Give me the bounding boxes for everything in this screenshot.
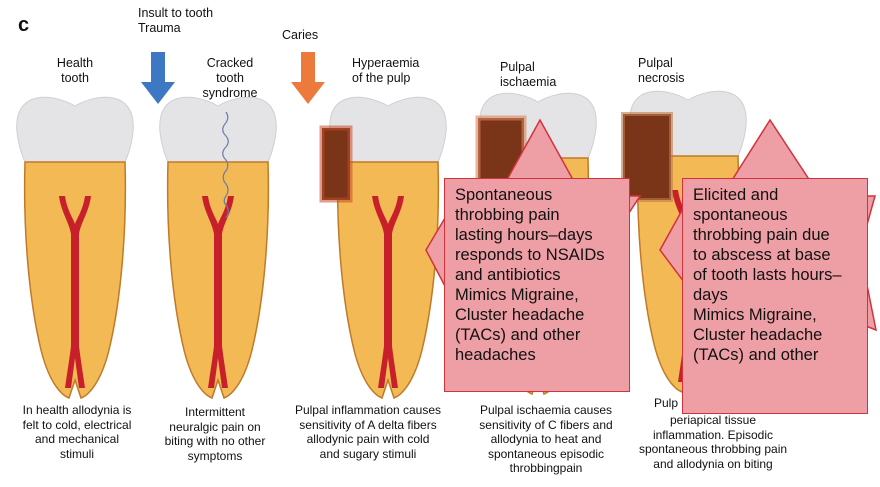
stage-caption-hyperaemia: Pulpal inflammation causes sensitivity o… [280, 403, 456, 461]
stage-caption-necrosis: periapical tissue inflammation. Episodic… [624, 413, 802, 471]
stage-caption-ischaemia: Pulpal ischaemia causes sensitivity of C… [462, 403, 630, 476]
stage-caption-cracked: Intermittent neuralgic pain on biting wi… [150, 405, 280, 463]
callout-pulpal-necrosis: Elicited and spontaneous throbbing pain … [682, 178, 868, 414]
caries-arrow [291, 52, 325, 104]
stage-label-ischaemia: Pulpal ischaemia [500, 60, 580, 90]
healthy-tooth [17, 97, 134, 398]
stage-label-hyperaemia: Hyperaemia of the pulp [352, 56, 442, 86]
cracked-tooth [160, 97, 277, 398]
callout-pulpal-ischaemia: Spontaneous throbbing pain lasting hours… [444, 178, 630, 392]
insult-arrow [141, 52, 175, 104]
caries-label: Caries [282, 28, 342, 43]
panel-letter: c [18, 14, 29, 37]
stage-label-necrosis: Pulpal necrosis [638, 56, 718, 86]
stage-label-health: Health tooth [40, 56, 110, 86]
stage-caption-health: In health allodynia is felt to cold, ele… [2, 403, 152, 461]
insult-label: Insult to tooth Trauma [138, 6, 248, 36]
stage-label-cracked: Cracked tooth syndrome [190, 56, 270, 101]
